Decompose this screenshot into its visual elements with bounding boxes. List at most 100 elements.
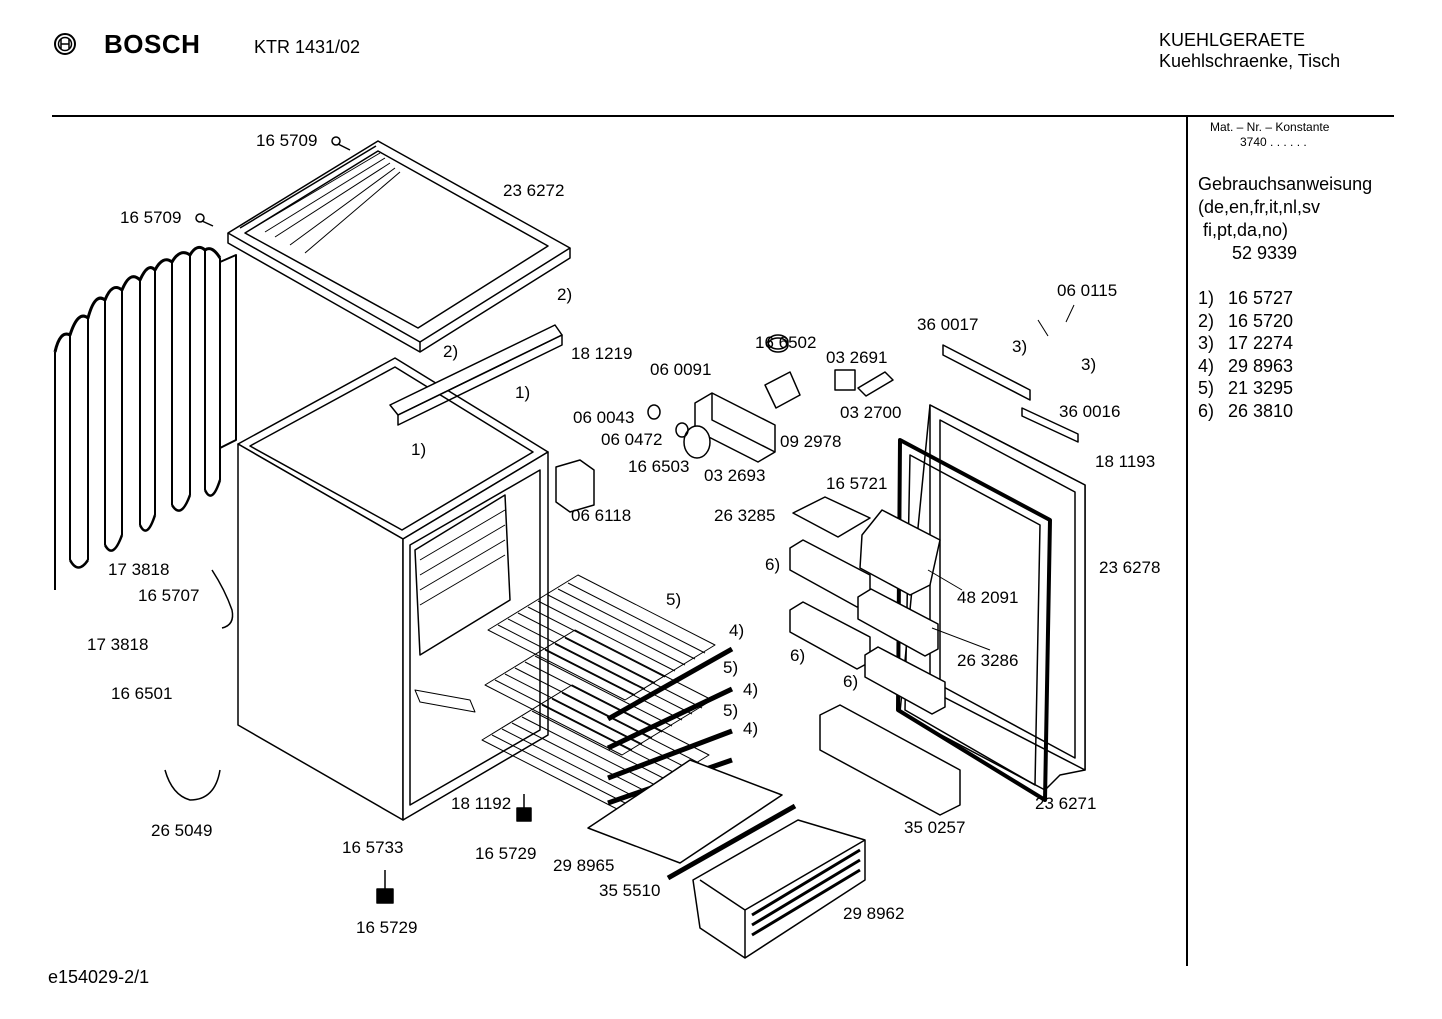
- condenser-coil-part: [53, 245, 237, 590]
- adjustable-foot-part: [376, 794, 532, 904]
- lamp-part: [834, 369, 894, 397]
- drawing-id: e154029-2/1: [48, 967, 150, 987]
- note-ref-label: 1): [515, 383, 531, 402]
- note-ref-label: 4): [729, 621, 745, 640]
- part-label: 16 6501: [111, 684, 173, 703]
- part-label: 06 6118: [571, 506, 632, 525]
- part-label: 06 0115: [1057, 281, 1118, 300]
- note-ref-label: 5): [666, 590, 682, 609]
- notes-list: 1)16 5727 2)16 5720 3)17 2274 4)29 8963 …: [1198, 287, 1293, 422]
- note-key: 5): [1198, 378, 1215, 398]
- note-key: 4): [1198, 355, 1215, 376]
- capillary-coil-part: [767, 334, 789, 353]
- top-cover-part: [227, 140, 571, 353]
- part-label: 09 2978: [780, 432, 842, 451]
- note-ref-label: 2): [443, 342, 459, 361]
- part-label: 26 5049: [151, 821, 213, 840]
- part-label: 16 5707: [138, 586, 200, 605]
- note-part: 16 5727: [1228, 288, 1294, 308]
- part-label: 17 3818: [87, 635, 149, 654]
- part-label: 03 2700: [840, 403, 902, 422]
- part-label: 36 0017: [917, 315, 979, 334]
- manual-part-number: 52 9339: [1232, 243, 1298, 263]
- note-ref-label: 2): [557, 285, 573, 304]
- category-subtitle: Kuehlschraenke, Tisch: [1159, 51, 1341, 71]
- part-label: 23 6272: [503, 181, 565, 200]
- crisper-drawer-part: [692, 819, 866, 959]
- part-label: 16 5721: [826, 474, 888, 493]
- screw-part-b: [195, 213, 214, 227]
- part-label: 16 5729: [475, 844, 537, 863]
- note-ref-label: 5): [723, 701, 739, 720]
- plug-cover-part: [555, 459, 595, 513]
- brand-name: BOSCH: [104, 29, 201, 59]
- note-part: 29 8963: [1228, 355, 1294, 376]
- power-cord-part: [164, 569, 234, 801]
- note-ref-label: 3): [1012, 337, 1028, 356]
- note-ref-label: 5): [723, 658, 739, 677]
- cabinet-body-part: [237, 357, 549, 821]
- note-row: 2) 16 5720: [1198, 310, 1293, 333]
- bosch-logo-icon: [54, 33, 76, 55]
- note-row: 1) 16 5727: [1198, 287, 1293, 310]
- part-label: 16 6502: [755, 333, 817, 352]
- egg-tray-part: [792, 496, 871, 538]
- part-label: 03 2691: [826, 348, 888, 367]
- part-label: 29 8965: [553, 856, 615, 875]
- hinge-bracket-part: [389, 324, 563, 426]
- note-key: 3): [1198, 333, 1215, 353]
- part-label: 35 5510: [599, 881, 661, 900]
- mat-nr-title: Mat. – Nr. – Konstante: [1210, 120, 1330, 134]
- note-key: 1): [1198, 288, 1215, 308]
- part-label: 48 2091: [957, 588, 1019, 607]
- part-label: 06 0043: [573, 408, 635, 427]
- butter-box-part: [859, 509, 941, 596]
- part-label: 35 0257: [904, 818, 966, 837]
- note-ref-label: 4): [743, 719, 759, 738]
- note-part: 16 5720: [1228, 310, 1294, 331]
- note-ref-label: 1): [411, 440, 427, 459]
- part-label: 16 5709: [120, 208, 182, 227]
- part-label: 18 1219: [571, 344, 633, 363]
- part-label: 16 6503: [628, 457, 690, 476]
- note-row: 4) 29 8963: [1198, 355, 1293, 378]
- part-label: 06 0472: [601, 430, 663, 449]
- model-number: KTR 1431/02: [254, 37, 361, 57]
- leader-lines: [927, 304, 1075, 651]
- note-row: 6) 26 3810: [1198, 400, 1293, 423]
- part-label: 18 1193: [1095, 452, 1156, 471]
- part-label: 18 1192: [451, 794, 512, 813]
- part-label: 23 6278: [1099, 558, 1161, 577]
- manual-line: Gebrauchsanweisung: [1198, 174, 1373, 194]
- note-key: 6): [1198, 400, 1215, 421]
- part-label: 06 0091: [650, 360, 712, 379]
- note-ref-label: 6): [790, 646, 806, 665]
- note-ref-label: 6): [843, 672, 859, 691]
- part-label: 03 2693: [704, 466, 766, 485]
- note-row: 3) 17 2274: [1198, 332, 1293, 355]
- note-part: 17 2274: [1228, 333, 1294, 353]
- note-row: 5) 21 3295: [1198, 377, 1293, 400]
- thermostat-part: [764, 371, 801, 409]
- door-shelf-part: [789, 539, 961, 816]
- part-label: 23 6271: [1035, 794, 1097, 813]
- part-label: 29 8962: [843, 904, 905, 923]
- part-label: 26 3286: [957, 651, 1019, 670]
- knob-part: [647, 404, 711, 459]
- part-label: 26 3285: [714, 506, 776, 525]
- wire-shelf-part: [481, 574, 716, 811]
- screw-part-a: [331, 136, 351, 151]
- note-key: 2): [1198, 310, 1215, 331]
- manual-line: fi,pt,da,no): [1198, 220, 1289, 240]
- part-label: 16 5733: [342, 838, 404, 857]
- note-ref-label: 3): [1081, 355, 1097, 374]
- part-label: 36 0016: [1059, 402, 1121, 421]
- note-part: 26 3810: [1228, 400, 1294, 421]
- part-label: 16 5729: [356, 918, 418, 937]
- note-ref-label: 4): [743, 680, 759, 699]
- note-ref-label: 6): [765, 555, 781, 574]
- category-title: KUEHLGERAETE: [1159, 30, 1306, 50]
- note-part: 21 3295: [1228, 378, 1294, 398]
- part-label: 16 5709: [256, 131, 318, 150]
